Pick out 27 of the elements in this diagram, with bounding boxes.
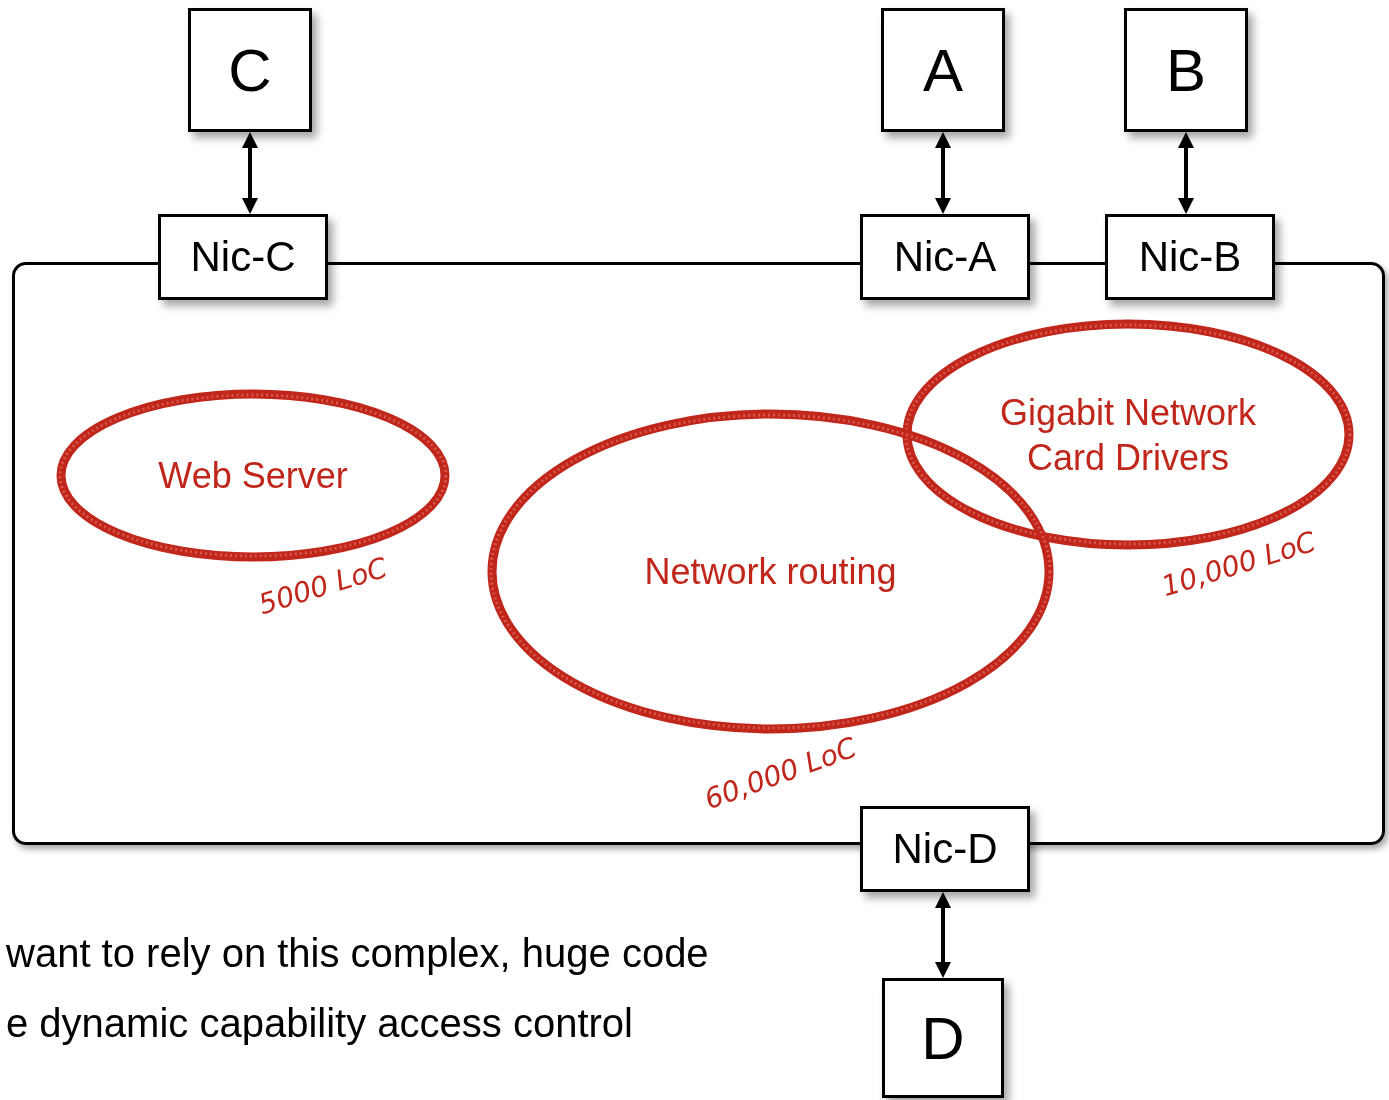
host-box bbox=[1124, 8, 1248, 132]
node-label: Web Server bbox=[158, 454, 348, 498]
interface-box bbox=[158, 214, 328, 300]
host-box bbox=[882, 978, 1004, 1098]
interface-box bbox=[1105, 214, 1275, 300]
line-count-note: 10,000 LoC bbox=[1157, 524, 1321, 605]
line-count-note: 5000 LoC bbox=[254, 549, 392, 623]
note-text: e dynamic capability access control bbox=[6, 1000, 634, 1047]
double-arrow bbox=[935, 132, 951, 214]
double-arrow bbox=[935, 892, 951, 978]
node-label: Nic-C bbox=[190, 231, 296, 282]
node-label: Network routing bbox=[644, 550, 897, 594]
node-label: Nic-A bbox=[893, 231, 997, 282]
host-box bbox=[188, 8, 312, 132]
double-arrow bbox=[1178, 132, 1194, 214]
node-label: Gigabit Network Card Drivers bbox=[998, 390, 1258, 480]
node-label: C bbox=[228, 35, 272, 106]
node-label: A bbox=[923, 35, 963, 106]
node-label: Nic-B bbox=[1138, 231, 1242, 282]
interface-box bbox=[860, 214, 1030, 300]
note-text: want to rely on this complex, huge code bbox=[6, 930, 709, 977]
interface-box bbox=[860, 806, 1030, 892]
host-box bbox=[881, 8, 1005, 132]
node-label: D bbox=[921, 1003, 965, 1074]
double-arrow bbox=[242, 132, 258, 214]
node-label: Nic-D bbox=[892, 823, 998, 874]
node-label: B bbox=[1166, 35, 1206, 106]
